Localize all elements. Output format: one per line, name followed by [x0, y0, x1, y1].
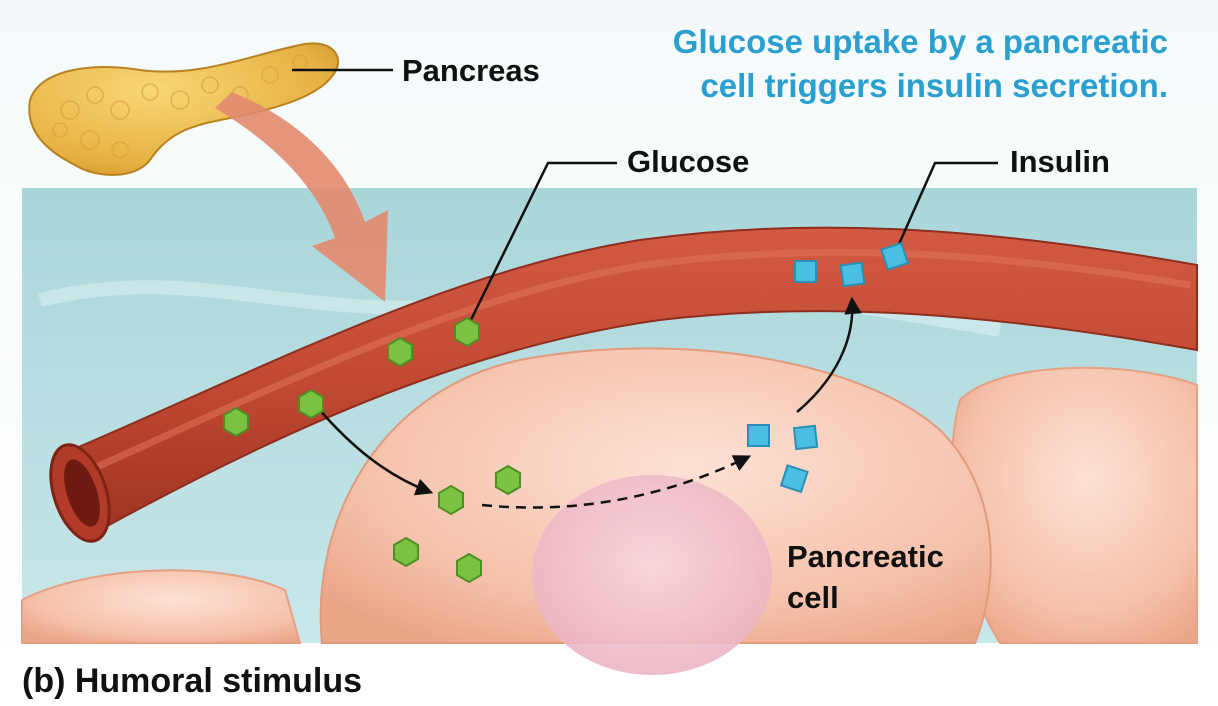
- insulin-secretion-arrow: [796, 296, 862, 413]
- insulin-leader: [893, 161, 998, 254]
- insulin-square: [792, 424, 819, 451]
- neighbor-cell-right: [951, 366, 1198, 644]
- insulin-square: [794, 260, 817, 283]
- glucose-label: Glucose: [627, 144, 749, 179]
- glucose-hexagon: [454, 316, 480, 348]
- glucose-entry-arrow: [317, 407, 434, 496]
- vessel-highlight: [88, 248, 1191, 474]
- pancreas-label: Pancreas: [402, 53, 540, 88]
- figure-caption: (b) Humoral stimulus: [22, 662, 362, 700]
- glucose-hexagon: [387, 336, 413, 368]
- headline-line-1: Glucose uptake by a pancreatic: [673, 23, 1168, 60]
- pancreatic-cell-label-line-1: Pancreatic: [787, 539, 944, 574]
- pancreas-icon: [28, 42, 340, 176]
- insulin-square: [880, 241, 910, 271]
- pancreas-texture: [52, 54, 308, 159]
- insulin-square: [779, 464, 809, 494]
- signal-dashed-arrow: [481, 455, 752, 509]
- glucose-hexagon: [298, 388, 324, 420]
- insulin-label: Insulin: [1010, 144, 1110, 179]
- insulin-square: [747, 424, 770, 447]
- glucose-hexagon: [223, 406, 249, 438]
- pancreatic-cell-label-line-2: cell: [787, 580, 839, 615]
- glucose-hexagon: [393, 536, 419, 568]
- glucose-hexagon: [495, 464, 521, 496]
- headline-line-2: cell triggers insulin secretion.: [700, 67, 1168, 104]
- glucose-hexagon: [456, 552, 482, 584]
- neighbor-cell-left: [21, 569, 302, 644]
- glucose-leader: [465, 161, 617, 329]
- vessel-lumen: [64, 459, 100, 527]
- cell-nucleus: [532, 475, 772, 675]
- glucose-hexagon: [438, 484, 464, 516]
- pancreas-to-vessel-arrow: [215, 92, 388, 302]
- glucose-molecules: [223, 316, 521, 584]
- insulin-molecules: [747, 241, 910, 494]
- blood-vessel: [58, 226, 1198, 532]
- insulin-square: [839, 261, 866, 288]
